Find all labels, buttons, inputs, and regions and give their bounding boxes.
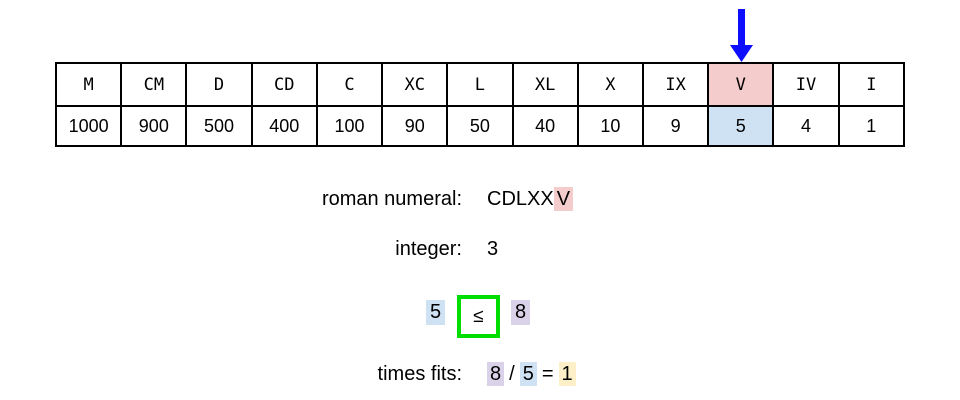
times-fits-result: 1 — [558, 362, 576, 386]
roman-cell-I: I — [837, 62, 906, 107]
comparison-right-operand: 8 — [511, 300, 531, 325]
roman-cell-CM: CM — [120, 62, 188, 107]
roman-cell-XL: XL — [511, 62, 579, 107]
down-arrow-icon — [730, 9, 753, 62]
value-cell-400: 400 — [250, 105, 318, 147]
roman-numeral-highlighted-char: V — [553, 187, 574, 211]
value-cell-1000: 1000 — [54, 105, 123, 147]
value-cell-4: 4 — [772, 105, 840, 147]
times-fits-label: times fits: — [377, 363, 462, 385]
roman-numeral-label: roman numeral: — [321, 188, 462, 210]
roman-cell-L: L — [446, 62, 514, 107]
roman-cell-IV: IV — [772, 62, 840, 107]
times-fits-expression: 8/5=1 — [487, 362, 576, 386]
value-cell-5: 5 — [707, 105, 775, 147]
value-cell-10: 10 — [576, 105, 644, 147]
integer-label: integer: — [395, 238, 462, 260]
divide-sign: / — [509, 363, 515, 385]
comparison-left-operand: 5 — [426, 300, 446, 325]
roman-cell-V: V — [707, 62, 775, 107]
value-cell-9: 9 — [641, 105, 710, 147]
comparison-operator-box: ≤ — [457, 295, 500, 338]
value-cell-1: 1 — [837, 105, 906, 147]
value-cell-100: 100 — [315, 105, 384, 147]
roman-numeral-prefix: CDLXX — [487, 188, 554, 210]
value-cell-40: 40 — [511, 105, 579, 147]
roman-cell-CD: CD — [250, 62, 318, 107]
roman-cell-IX: IX — [641, 62, 710, 107]
roman-cell-D: D — [185, 62, 253, 107]
roman-cell-M: M — [54, 62, 123, 107]
column-pointer-arrow — [728, 9, 755, 63]
value-cell-90: 90 — [381, 105, 449, 147]
value-cell-500: 500 — [185, 105, 253, 147]
value-cell-50: 50 — [446, 105, 514, 147]
roman-cell-X: X — [576, 62, 644, 107]
times-fits-denominator: 5 — [519, 362, 537, 386]
equals-sign: = — [541, 363, 554, 385]
times-fits-numerator: 8 — [487, 362, 505, 386]
value-cell-900: 900 — [120, 105, 188, 147]
integer-value: 3 — [487, 238, 499, 260]
less-equal-operator: ≤ — [473, 305, 484, 327]
roman-cell-C: C — [315, 62, 384, 107]
roman-cell-XC: XC — [381, 62, 449, 107]
